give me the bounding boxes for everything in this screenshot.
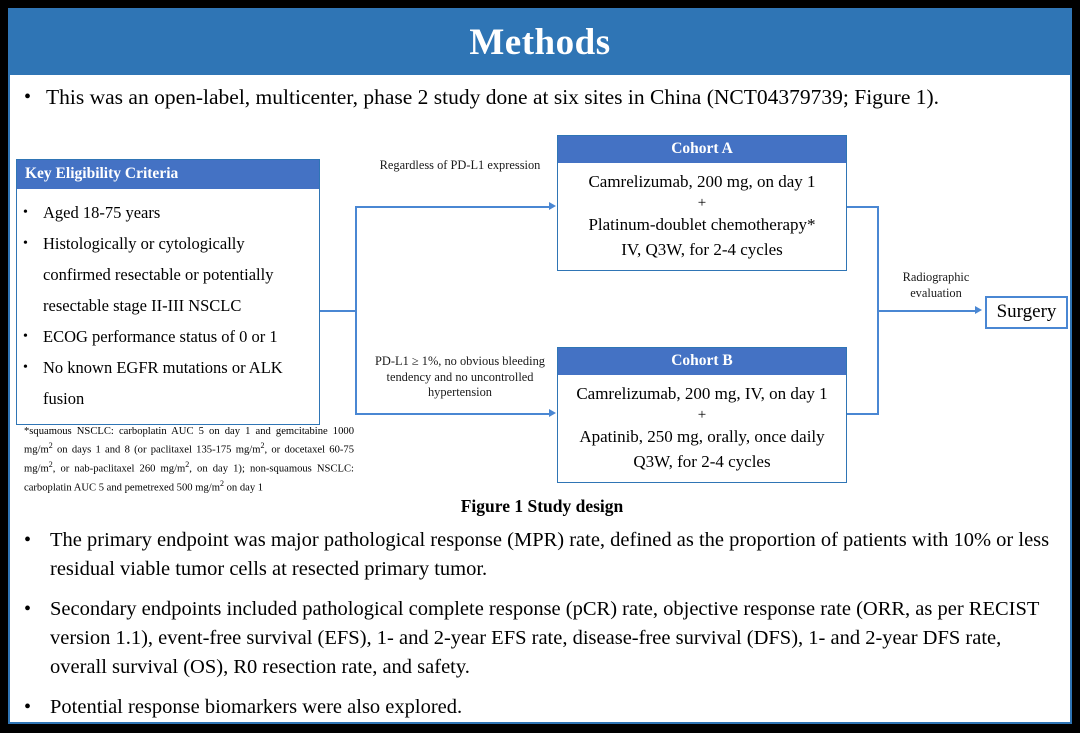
cohort-a-line-2: Platinum-doublet chemotherapy*	[588, 215, 816, 234]
figure-caption: Figure 1 Study design	[460, 496, 624, 516]
surgery-box: Surgery	[985, 296, 1068, 329]
bullet-text-biomarkers: Potential response biomarkers were also …	[50, 696, 463, 718]
cohort-b-plus: +	[697, 407, 707, 423]
bullet-glyph-icon: •	[24, 86, 32, 108]
footnote-seg: , or nab-paclitaxel 260 mg/m	[52, 463, 186, 475]
list-item: • ECOG performance status of 0 or 1	[23, 321, 313, 352]
cohort-a-line-1: Camrelizumab, 200 mg, on day 1	[588, 172, 816, 191]
footnote-seg: , or docetaxel 60-75 mg/m	[24, 444, 354, 475]
footnote-seg: on day 1	[223, 482, 264, 494]
intro-bullet-text: This was an open-label, multicenter, pha…	[46, 85, 940, 109]
cohort-a-line-3: IV, Q3W, for 2-4 cycles	[621, 240, 783, 259]
cohort-b-box: Cohort B Camrelizumab, 200 mg, IV, on da…	[557, 347, 847, 483]
arrowhead-to-cohort-a-icon	[549, 201, 556, 210]
eligibility-item-text: ECOG performance status of 0 or 1	[43, 327, 278, 346]
footnote-seg: *squamous NSCLC: carboplatin AUC 5 on da…	[24, 426, 354, 456]
connector-line-cohort-a-out	[847, 206, 879, 208]
slide: Methods • This was an open-label, multic…	[8, 8, 1072, 724]
cohort-a-box: Cohort A Camrelizumab, 200 mg, on day 1 …	[557, 135, 847, 271]
connector-line-cohort-b-out	[847, 413, 879, 415]
connector-label-regardless: Regardless of PD-L1 expression	[379, 158, 541, 172]
cohort-a-header: Cohort A	[558, 136, 846, 163]
connector-label-pdl1: PD-L1 ≥ 1%, no obvious bleeding tendency…	[375, 354, 545, 399]
bullet-glyph-icon: •	[23, 236, 28, 251]
connector-line-to-surgery	[877, 310, 977, 312]
arrowhead-to-surgery-icon	[975, 305, 982, 314]
connector-line-to-cohort-b	[355, 413, 551, 415]
bullet-glyph-icon: •	[24, 598, 32, 620]
bullet-glyph-icon: •	[23, 205, 28, 220]
slide-title-bar: Methods	[10, 10, 1070, 75]
eligibility-item-text: No known EGFR mutations or ALK fusion	[43, 358, 283, 408]
intro-bullet: • This was an open-label, multicenter, p…	[24, 82, 1054, 112]
bullet-text-secondary-endpoints: Secondary endpoints included pathologica…	[50, 598, 1040, 678]
figure-footnote: *squamous NSCLC: carboplatin AUC 5 on da…	[24, 425, 354, 495]
list-item: • The primary endpoint was major patholo…	[24, 526, 1060, 584]
bullet-glyph-icon: •	[24, 529, 32, 551]
bullet-glyph-icon: •	[24, 696, 32, 718]
footnote-sup: 2	[185, 459, 190, 469]
list-item: • No known EGFR mutations or ALK fusion	[23, 352, 313, 414]
eligibility-criteria-box: Key Eligibility Criteria • Aged 18-75 ye…	[16, 159, 320, 425]
cohort-a-body: Camrelizumab, 200 mg, on day 1 + Platinu…	[558, 163, 846, 270]
footnote-sup: 2	[48, 441, 53, 451]
cohort-a-plus: +	[697, 195, 707, 211]
bullet-glyph-icon: •	[23, 360, 28, 375]
footnote-seg: , on day 1); non-squamous NSCLC: carbopl…	[24, 463, 354, 494]
cohort-b-header: Cohort B	[558, 348, 846, 375]
arrowhead-to-cohort-b-icon	[549, 408, 556, 417]
footnote-sup: 2	[219, 478, 224, 488]
cohort-b-line-2: Apatinib, 250 mg, orally, once daily	[579, 427, 825, 446]
list-item: • Secondary endpoints included pathologi…	[24, 595, 1060, 682]
eligibility-item-text: Aged 18-75 years	[43, 203, 161, 222]
list-item: • Potential response biomarkers were als…	[24, 693, 1060, 722]
connector-vertical-split	[355, 206, 357, 414]
eligibility-header: Key Eligibility Criteria	[17, 160, 319, 189]
footnote-sup: 2	[260, 441, 265, 451]
connector-label-radiographic: Radiographic evaluation	[902, 270, 970, 300]
surgery-label: Surgery	[996, 301, 1057, 322]
connector-line-to-cohort-a	[355, 206, 551, 208]
bullet-text-primary-endpoint: The primary endpoint was major pathologi…	[50, 529, 1050, 580]
connector-line-from-eligibility	[320, 310, 356, 312]
endpoints-bullet-list: • The primary endpoint was major patholo…	[24, 526, 1060, 733]
footnote-seg: on days 1 and 8 (or paclitaxel 135-175 m…	[52, 444, 261, 456]
cohort-b-line-3: Q3W, for 2-4 cycles	[633, 452, 771, 471]
cohort-b-line-1: Camrelizumab, 200 mg, IV, on day 1	[576, 384, 828, 403]
study-design-figure: Key Eligibility Criteria • Aged 18-75 ye…	[10, 122, 1074, 512]
list-item: • Aged 18-75 years	[23, 197, 313, 228]
bullet-glyph-icon: •	[23, 329, 28, 344]
eligibility-item-text: Histologically or cytologically confirme…	[43, 234, 274, 315]
cohort-b-body: Camrelizumab, 200 mg, IV, on day 1 + Apa…	[558, 375, 846, 482]
eligibility-list: • Aged 18-75 years • Histologically or c…	[17, 189, 319, 424]
footnote-sup: 2	[48, 459, 53, 469]
list-item: • Histologically or cytologically confir…	[23, 228, 313, 321]
page-title: Methods	[469, 22, 611, 63]
